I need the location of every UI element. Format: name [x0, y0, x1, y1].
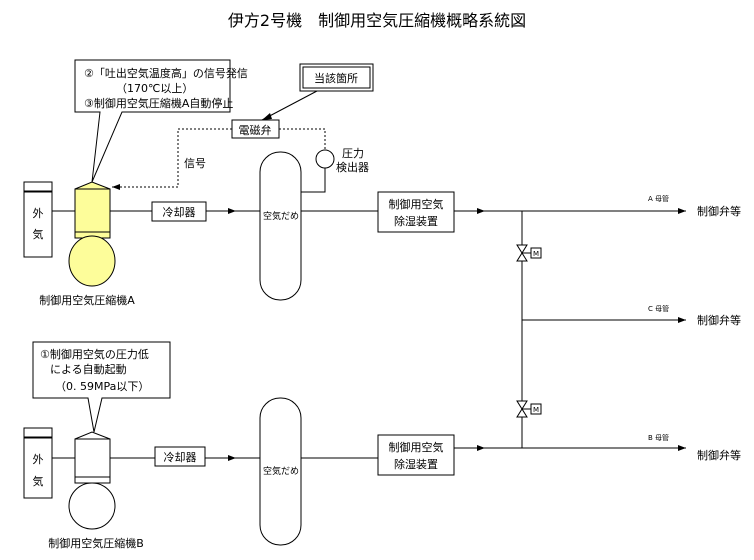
outside-air-a-line1: 外 — [33, 207, 44, 220]
solenoid-valve-label: 電磁弁 — [239, 123, 272, 137]
motor-valve-2: M — [516, 400, 542, 418]
compressor-a-top — [74, 181, 111, 190]
valve-1-motor-label: M — [533, 250, 539, 258]
cooler-b-label: 冷却器 — [164, 451, 197, 464]
outside-air-b-line2: 気 — [33, 474, 44, 488]
outside-air-b-cap — [23, 427, 53, 438]
compressor-a-motor — [68, 235, 116, 287]
location-label: 当該箇所 — [299, 63, 374, 92]
compressor-b-flange — [74, 476, 111, 484]
outside-air-b-body — [23, 437, 53, 499]
location-pointer — [261, 90, 318, 121]
compressor-b-body — [74, 438, 111, 478]
signal-label: 信号 — [184, 157, 206, 170]
flow-arrow-b-1 — [228, 455, 236, 461]
callout-a-line3: ③制御用空気圧縮機A自動停止 — [84, 96, 233, 110]
motor-valve-1: M — [516, 244, 542, 262]
valve-1-lower — [516, 252, 528, 262]
outside-air-a: 外 気 — [23, 181, 53, 258]
callout-a-line2: （170℃以上） — [116, 82, 193, 95]
compressor-a-label: 制御用空気圧縮機A — [39, 293, 135, 307]
outside-air-b-line1: 外 — [33, 453, 44, 466]
signal-line-to-compressor — [112, 128, 232, 188]
valve-1-upper — [516, 244, 528, 254]
valve-2-motor — [530, 403, 542, 415]
compressor-b: 制御用空気圧縮機B — [48, 431, 144, 550]
pressure-detector-line2: 検出器 — [336, 160, 369, 174]
dehumidifier-a-line2: 除湿装置 — [394, 214, 438, 228]
cooler-a-label: 冷却器 — [163, 206, 196, 219]
callout-a: ②「吐出空気温度高」の信号発信 （170℃以上） ③制御用空気圧縮機A自動停止 — [74, 59, 248, 183]
location-label-text: 当該箇所 — [314, 71, 358, 85]
location-label-inner — [302, 66, 371, 89]
flow-arrow-b-2 — [477, 445, 485, 451]
outside-air-a-line2: 気 — [33, 227, 44, 241]
dehumidifier-b-line1: 制御用空気 — [389, 440, 444, 454]
outside-air-a-cap — [23, 181, 53, 192]
compressor-b-label: 制御用空気圧縮機B — [48, 536, 144, 550]
diagram-title: 伊方2号機 制御用空気圧縮機概略系統図 — [228, 11, 526, 30]
header-a-label: A 母管 — [648, 194, 669, 203]
flow-arrow-a-2 — [477, 208, 485, 214]
flow-arrow-b-3 — [678, 445, 686, 451]
dehumidifier-a — [377, 191, 455, 233]
destination-c: 制御弁等 — [697, 313, 741, 327]
location-pointer-arrowhead — [262, 113, 272, 120]
flow-arrow-a-1 — [228, 208, 236, 214]
compressor-b-motor — [68, 482, 116, 530]
compressor-b-top — [74, 431, 111, 440]
air-tank-b-label: 空気だめ — [263, 465, 299, 477]
callout-b-line3: （0. 59MPa以下） — [55, 380, 149, 393]
callout-b-bubble — [32, 341, 171, 433]
pressure-detector-icon — [315, 149, 335, 169]
signal-line-to-detector — [279, 128, 326, 150]
callout-b-line2: による自動起動 — [50, 362, 127, 376]
signal-arrowhead — [112, 184, 120, 190]
flow-arrow-c — [678, 317, 686, 323]
air-tank-a — [259, 151, 302, 301]
dehumidifier-a-line1: 制御用空気 — [389, 197, 444, 211]
cooler-b — [154, 446, 206, 467]
dehumidifier-b — [377, 434, 455, 476]
pressure-detector-line — [301, 168, 326, 193]
valve-2-lower — [516, 408, 528, 418]
header-b-label: B 母管 — [648, 433, 669, 442]
pressure-detector-line1: 圧力 — [342, 147, 364, 160]
destination-b: 制御弁等 — [697, 448, 741, 462]
valve-2-motor-label: M — [533, 406, 539, 414]
dehumidifier-b-line2: 除湿装置 — [394, 457, 438, 471]
compressor-a: 制御用空気圧縮機A — [39, 181, 135, 307]
flow-arrow-a-3 — [678, 208, 686, 214]
destination-a: 制御弁等 — [697, 204, 741, 218]
compressor-a-body — [74, 188, 111, 233]
callout-b-line1: ①制御用空気の圧力低 — [40, 347, 149, 361]
valve-1-motor — [530, 247, 542, 259]
callout-a-bubble — [74, 59, 231, 183]
header-c-label: C 母管 — [648, 304, 669, 313]
air-tank-b — [259, 397, 302, 546]
valve-2-upper — [516, 400, 528, 410]
callout-b: ①制御用空気の圧力低 による自動起動 （0. 59MPa以下） — [32, 341, 171, 433]
outside-air-b: 外 気 — [23, 427, 53, 499]
callout-a-line1: ②「吐出空気温度高」の信号発信 — [84, 66, 248, 80]
air-tank-a-label: 空気だめ — [263, 210, 299, 222]
outside-air-a-body — [23, 191, 53, 258]
